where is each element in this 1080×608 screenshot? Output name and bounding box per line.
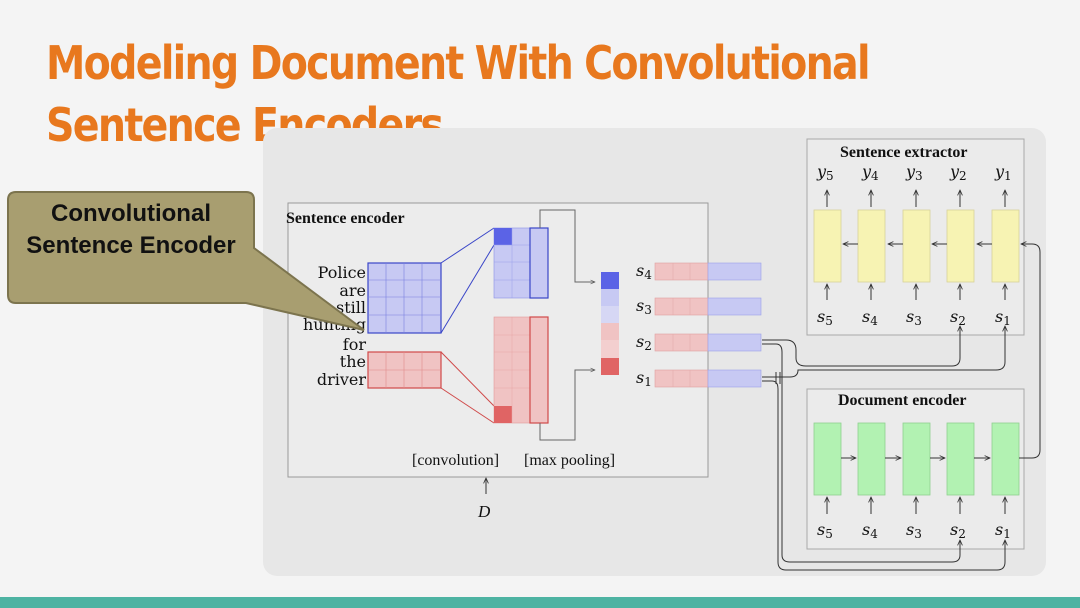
label-s2: s2 — [636, 332, 652, 353]
pooled-sentence-vector — [601, 272, 619, 375]
blue-input-grid — [367, 262, 442, 334]
label-doc-s5: s5 — [817, 520, 833, 541]
input-words: Police are still hunting for the driver — [303, 263, 366, 389]
label-s3: s3 — [636, 296, 652, 317]
document-encoder-input-labels: s5 s4 s3 s2 s1 — [817, 520, 1011, 541]
word-for: for — [343, 335, 367, 354]
sentence-encoder-title: Sentence encoder — [286, 210, 405, 227]
word-police: Police — [318, 263, 366, 282]
footer-bar — [0, 597, 1080, 608]
label-ext-s3: s3 — [906, 307, 922, 328]
sentence-extractor-title: Sentence extractor — [840, 144, 968, 161]
label-y5: y5 — [816, 162, 834, 183]
label-ext-s1: s1 — [995, 307, 1011, 328]
document-encoder-cells — [813, 422, 1020, 496]
sentence-representation-labels: s4 s3 s2 s1 — [636, 261, 652, 389]
label-doc-s2: s2 — [950, 520, 966, 541]
word-are: are — [339, 281, 366, 300]
connection-lines — [762, 244, 1041, 571]
label-ext-s4: s4 — [862, 307, 878, 328]
extractor-input-labels: s5 s4 s3 s2 s1 — [817, 307, 1011, 328]
blue-feature-maps — [493, 227, 549, 299]
label-doc-s1: s1 — [995, 520, 1011, 541]
extractor-cells — [813, 209, 1020, 283]
label-ext-s2: s2 — [950, 307, 966, 328]
extractor-output-labels: y5 y4 y3 y2 y1 — [816, 162, 1012, 183]
label-y1: y1 — [994, 162, 1012, 183]
label-y4: y4 — [861, 162, 879, 183]
caption-max-pooling: [max pooling] — [524, 452, 615, 469]
callout-text: Convolutional Sentence Encoder — [26, 200, 236, 259]
label-s4: s4 — [636, 261, 652, 282]
word-driver: driver — [317, 370, 367, 389]
label-doc-s4: s4 — [862, 520, 878, 541]
label-y3: y3 — [905, 162, 923, 183]
label-y2: y2 — [949, 162, 967, 183]
input-symbol-d: D — [477, 502, 491, 521]
label-ext-s5: s5 — [817, 307, 833, 328]
document-encoder-title: Document encoder — [838, 392, 966, 409]
label-s1: s1 — [636, 368, 652, 389]
sentence-representation-bars — [654, 262, 762, 388]
word-the: the — [340, 352, 366, 371]
caption-convolution: [convolution] — [412, 452, 499, 469]
red-feature-maps — [493, 316, 549, 424]
slide-title: Modeling Document With Convolutional Sen… — [46, 36, 871, 152]
red-input-grid — [367, 351, 442, 389]
word-still: still — [336, 298, 366, 317]
label-doc-s3: s3 — [906, 520, 922, 541]
